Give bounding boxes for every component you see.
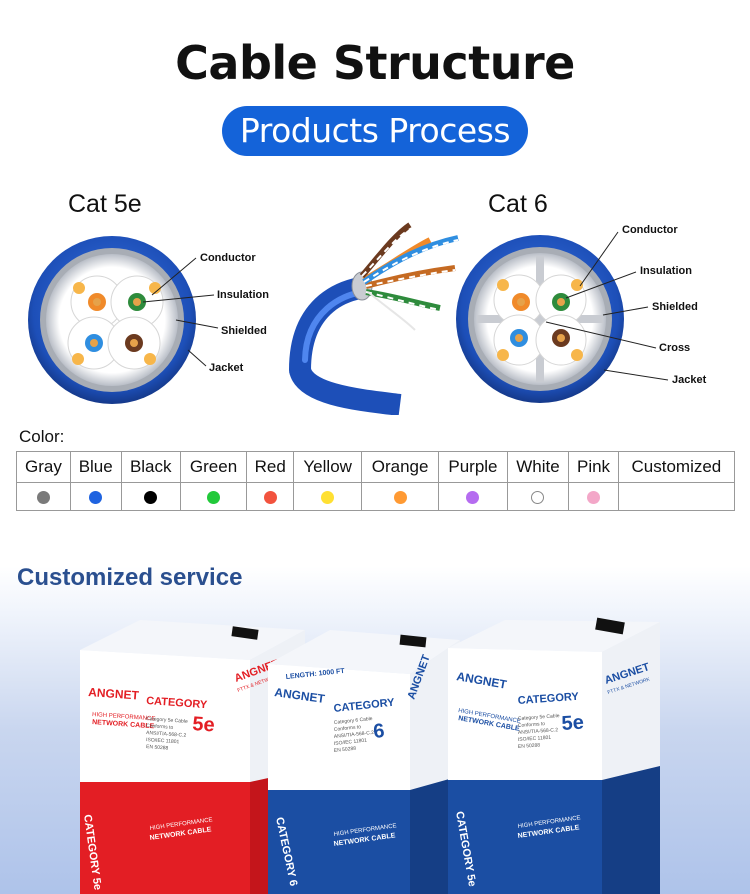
color-name: Blue [69,451,122,483]
cable-cross-section-diagram: Conductor Insulation Shielded Jacket [28,222,707,415]
box1-category-number: 5e [192,713,216,736]
box3-category-number: 5e [561,711,585,734]
cat5e-cross-section: Conductor Insulation Shielded Jacket [28,236,269,404]
cable-box-cat5e-blue: ANGNET CATEGORY 5e HIGH PERFORMANCE NETW… [448,617,660,894]
color-name: Pink [568,451,619,483]
cable-box-cat6-blue: LENGTH: 1000 FT ANGNET CATEGORY 6 Catego… [268,630,460,894]
cable-box-photos: ANGNET CATEGORY HIGH PERFORMANCE NETWORK… [80,617,660,894]
color-options-table: Gray Blue Black Green Red Yellow Orange … [16,451,736,511]
box2-spec-line: ANSI/TIA-568-C.2 [334,730,375,740]
cat6-pair-orange [493,274,545,326]
cat6-pair-brown [535,314,587,366]
box1-spec-line: ISO/IEC 11801 [146,737,180,745]
color-name: Orange [360,451,440,483]
cat6-callout-jacket: Jacket [672,374,707,386]
color-swatch-dot [207,490,221,504]
color-swatch-dot [263,490,277,504]
color-swatch-dot [531,490,545,504]
box3-spec-line: Conforms to [518,721,546,729]
cat5e-pair-brown [107,316,161,370]
cat6-cross-section: Conductor Insulation Shielded Cross Jack… [456,224,707,403]
box2-spec-line: EN 50288 [334,746,357,754]
color-name: Green [179,451,248,483]
box3-category-label: CATEGORY [517,691,579,707]
color-name: Gray [16,451,71,483]
box1-spec-line: ANSI/TIA-568-C.2 [146,730,187,739]
page-title: Cable Structure [175,36,575,90]
color-swatch-dot [321,490,335,504]
cat6-callout-conductor: Conductor [622,224,678,236]
color-name: Red [246,451,295,483]
cat6-callout-insulation: Insulation [640,265,692,277]
color-swatch-dot [89,490,103,504]
box3-spec-line: Category 5e Cable [518,713,560,722]
products-process-badge: Products Process [222,106,528,156]
color-swatch-dot [466,490,480,504]
color-swatch-dot [393,490,407,504]
customized-service-title: Customized service [17,564,243,591]
cat6-pair-green [535,274,587,326]
box1-line1: HIGH PERFORMANCE [92,712,156,722]
box3-spec-line: EN 50288 [518,742,541,750]
cat5e-callout-conductor: Conductor [200,252,256,264]
color-name: Purple [438,451,508,483]
color-name: White [506,451,570,483]
cat6-callout-shielded: Shielded [652,301,698,313]
box1-line2: NETWORK CABLE [92,719,155,730]
box1-brand: ANGNET [88,685,140,703]
color-name-row: Gray Blue Black Green Red Yellow Orange … [16,451,736,483]
box2-spec-line: Category 6 Cable [334,716,374,726]
box2-spec-line: Conforms to [334,724,362,733]
box2-category-number: 6 [372,720,385,743]
cat5e-label: Cat 5e [68,190,142,218]
box1-spec-line: Conforms to [146,723,174,731]
cat6-label: Cat 6 [488,190,548,218]
cat6-callout-cross: Cross [659,342,690,354]
cat5e-pair-blue [67,316,121,370]
color-name: Black [120,451,181,483]
box1-spec-line: Category 5e Cable [146,716,188,725]
color-swatch-dot [587,490,601,504]
box2-spec-line: ISO/IEC 11801 [334,738,368,747]
cable-illustration [289,222,459,415]
cat5e-callout-insulation: Insulation [217,289,269,301]
box3-spec-line: ISO/IEC 11801 [518,735,552,743]
color-swatch-row [16,482,736,511]
color-swatch-dot [36,490,50,504]
color-caption: Color: [19,427,65,446]
box1-category-label: CATEGORY [146,695,208,711]
color-swatch-dot [144,490,158,504]
box3-spec-line: ANSI/TIA-568-C.2 [518,727,559,736]
cat5e-callout-shielded: Shielded [221,325,267,337]
customized-swatch-cell [617,482,736,511]
color-name: Customized [617,451,736,483]
cat6-pair-blue [493,314,545,366]
color-name: Yellow [293,451,362,483]
box1-spec-line: EN 50288 [146,744,169,752]
cable-box-cat5e-red: ANGNET CATEGORY HIGH PERFORMANCE NETWORK… [80,620,305,894]
cat5e-callout-jacket: Jacket [209,362,244,374]
